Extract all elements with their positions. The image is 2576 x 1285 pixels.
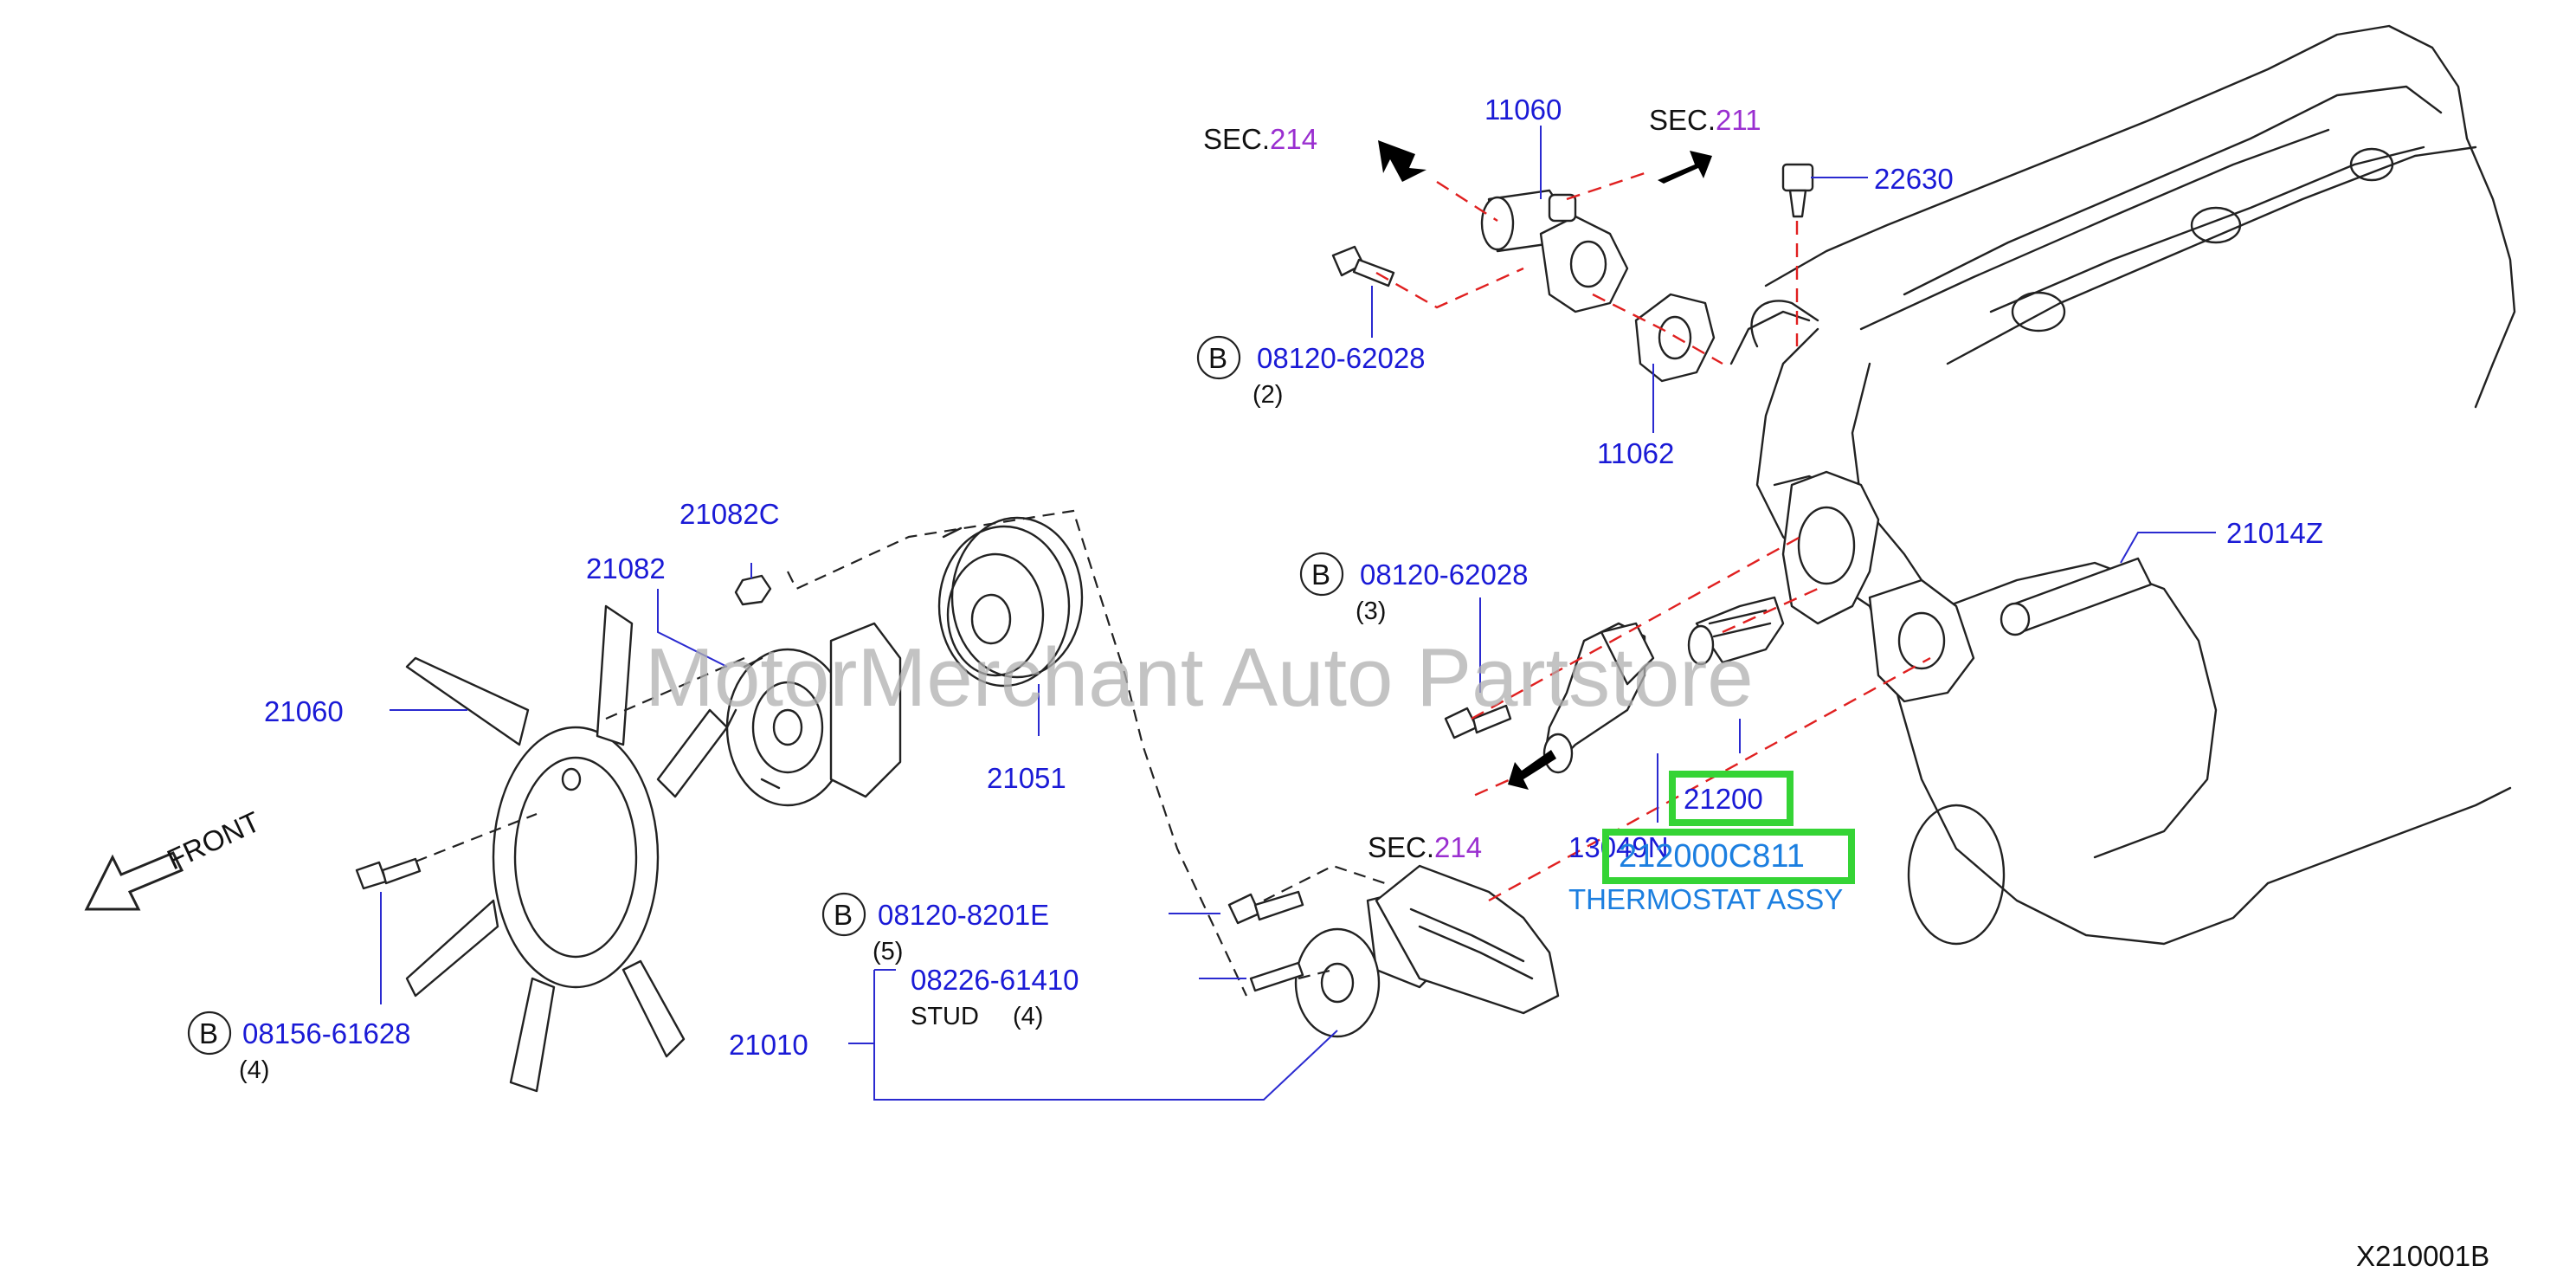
sec-214-upper-label[interactable]: SEC.214 bbox=[1203, 123, 1317, 155]
leader-lines bbox=[380, 126, 2216, 1101]
part-bolt-c-link[interactable]: 08120-8201E bbox=[878, 899, 1049, 931]
bolt-d-qty: (4) bbox=[239, 1056, 269, 1084]
part-22630-link[interactable]: 22630 bbox=[1874, 163, 1954, 195]
reference-lines bbox=[415, 171, 1931, 997]
sec-prefix: SEC. bbox=[1649, 104, 1716, 136]
sec-211-arrow bbox=[1658, 151, 1712, 184]
heater-pipe bbox=[2000, 557, 2153, 636]
sec-number[interactable]: 214 bbox=[1270, 123, 1317, 155]
part-21014z-link[interactable]: 21014Z bbox=[2226, 517, 2323, 549]
part-bolt-b-link[interactable]: 08120-62028 bbox=[1360, 559, 1529, 591]
sec-214-lower-arrow bbox=[1508, 750, 1556, 790]
bolt-marker-icon bbox=[1196, 335, 1241, 380]
bolt-marker-letter: B bbox=[1208, 342, 1227, 374]
bolt-marker-icon bbox=[821, 892, 866, 937]
sec-211-label[interactable]: SEC.211 bbox=[1649, 104, 1761, 136]
highlight-box-21200 bbox=[1669, 771, 1794, 826]
temp-sensor bbox=[1781, 163, 1814, 218]
callout-bolt-b[interactable]: B 08120-62028 (3) bbox=[1299, 552, 1529, 625]
part-bolt-a-link[interactable]: 08120-62028 bbox=[1257, 342, 1426, 374]
front-arrow bbox=[84, 851, 184, 911]
gasket-11062 bbox=[1634, 293, 1716, 383]
highlighted-part-number[interactable]: 212000C811 bbox=[1619, 838, 1805, 875]
sec-214-upper-arrow bbox=[1378, 140, 1426, 182]
sec-214-lower-label[interactable]: SEC.214 bbox=[1368, 831, 1482, 863]
thermostat-housing bbox=[1781, 470, 1975, 703]
pulley bbox=[937, 516, 1084, 688]
fan-bolt bbox=[355, 857, 422, 890]
part-11060-link[interactable]: 11060 bbox=[1484, 94, 1562, 126]
bolt-mid bbox=[1444, 704, 1512, 739]
thermostat bbox=[1687, 596, 1785, 666]
front-label: FRONT bbox=[162, 805, 265, 876]
part-21010-link[interactable]: 21010 bbox=[729, 1029, 808, 1061]
sec-prefix: SEC. bbox=[1203, 123, 1270, 155]
highlighted-part-description: THERMOSTAT ASSY bbox=[1568, 883, 1843, 915]
callout-bolt-a[interactable]: B 08120-62028 (2) bbox=[1196, 335, 1426, 409]
bolt-c-qty: (5) bbox=[873, 938, 903, 965]
part-21082c-link[interactable]: 21082C bbox=[679, 498, 780, 530]
engine-block bbox=[1729, 24, 2516, 946]
callout-bolt-c[interactable]: B 08120-8201E (5) bbox=[821, 892, 1049, 965]
bolt-marker-icon bbox=[1299, 552, 1344, 597]
watermark: MotorMerchant Auto Partstore bbox=[645, 631, 1754, 724]
sec-prefix: SEC. bbox=[1368, 831, 1434, 863]
bolt-marker-letter: B bbox=[199, 1017, 218, 1049]
highlight-box-thermostat bbox=[1602, 829, 1855, 884]
water-pump bbox=[1294, 864, 1560, 1038]
fan bbox=[405, 604, 729, 1093]
part-21060-link[interactable]: 21060 bbox=[264, 695, 344, 727]
part-21051-link[interactable]: 21051 bbox=[987, 762, 1066, 794]
sec-number[interactable]: 214 bbox=[1434, 831, 1482, 863]
bolt-a-qty: (2) bbox=[1253, 381, 1283, 409]
callout-bolt-d[interactable]: B 08156-61628 (4) bbox=[187, 1011, 411, 1084]
part-11062-link[interactable]: 11062 bbox=[1597, 437, 1674, 469]
bolt-b-qty: (3) bbox=[1356, 597, 1386, 625]
fan-coupling bbox=[725, 622, 902, 807]
part-21082-link[interactable]: 21082 bbox=[586, 552, 666, 584]
stud-qty: (4) bbox=[1013, 1003, 1043, 1030]
pump-stud bbox=[1249, 961, 1304, 992]
part-bolt-d-link[interactable]: 08156-61628 bbox=[242, 1017, 411, 1049]
part-stud-link[interactable]: 08226-61410 bbox=[911, 964, 1079, 996]
part-21200-link[interactable]: 21200 bbox=[1684, 783, 1763, 815]
bolt-marker-letter: B bbox=[834, 899, 853, 931]
callout-stud[interactable]: 08226-61410 STUD (4) bbox=[911, 964, 1079, 1030]
stud-label: STUD bbox=[911, 1003, 979, 1030]
sec-number[interactable]: 211 bbox=[1716, 104, 1761, 136]
bolt-marker-letter: B bbox=[1311, 559, 1330, 591]
part-13049n-link[interactable]: 13049N bbox=[1568, 831, 1669, 863]
bolt-upper bbox=[1331, 245, 1395, 287]
water-outlet bbox=[1480, 189, 1629, 313]
diagram-code: X210001B bbox=[2356, 1240, 2489, 1272]
nut bbox=[734, 574, 772, 606]
bolt-marker-icon bbox=[187, 1011, 232, 1056]
pump-bolt bbox=[1227, 890, 1304, 925]
